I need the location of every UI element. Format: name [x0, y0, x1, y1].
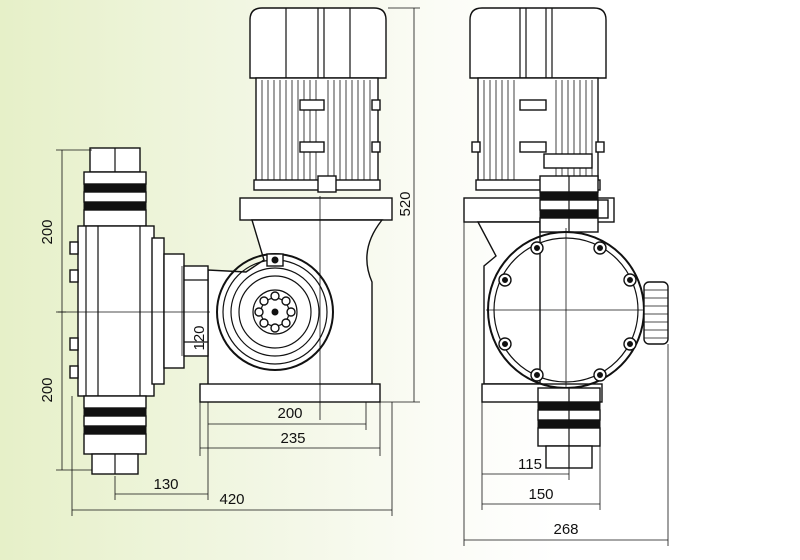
- side-valve-top: [539, 175, 609, 233]
- dim-base-inner: 200: [277, 405, 302, 422]
- front-dimensions: [56, 7, 420, 516]
- dimension-labels: 200 200 520 120 200 235 130 420 115 150 …: [39, 191, 579, 538]
- front-motor: [249, 7, 387, 193]
- front-centerlines: [56, 196, 321, 420]
- front-pump-head: [216, 253, 334, 371]
- dim-height-lower: 200: [39, 377, 56, 402]
- dim-side-width: 268: [553, 521, 578, 538]
- side-pump-head: [486, 228, 669, 400]
- side-motor: [469, 7, 607, 191]
- dim-height-upper: 200: [39, 219, 56, 244]
- side-dimensions: [463, 222, 669, 546]
- dim-port-height: 120: [191, 325, 208, 350]
- dim-base-outer: 235: [280, 430, 305, 447]
- dim-side-base: 150: [528, 486, 553, 503]
- dim-head-offset: 130: [153, 476, 178, 493]
- front-liquid-end: [69, 147, 209, 475]
- front-view: [56, 7, 420, 516]
- front-gearbox: [199, 197, 393, 403]
- side-view: [463, 7, 669, 546]
- dim-total-height: 520: [397, 191, 414, 216]
- dim-side-offset: 115: [518, 456, 542, 473]
- dim-total-length: 420: [219, 491, 244, 508]
- side-valve-bottom: [537, 387, 601, 469]
